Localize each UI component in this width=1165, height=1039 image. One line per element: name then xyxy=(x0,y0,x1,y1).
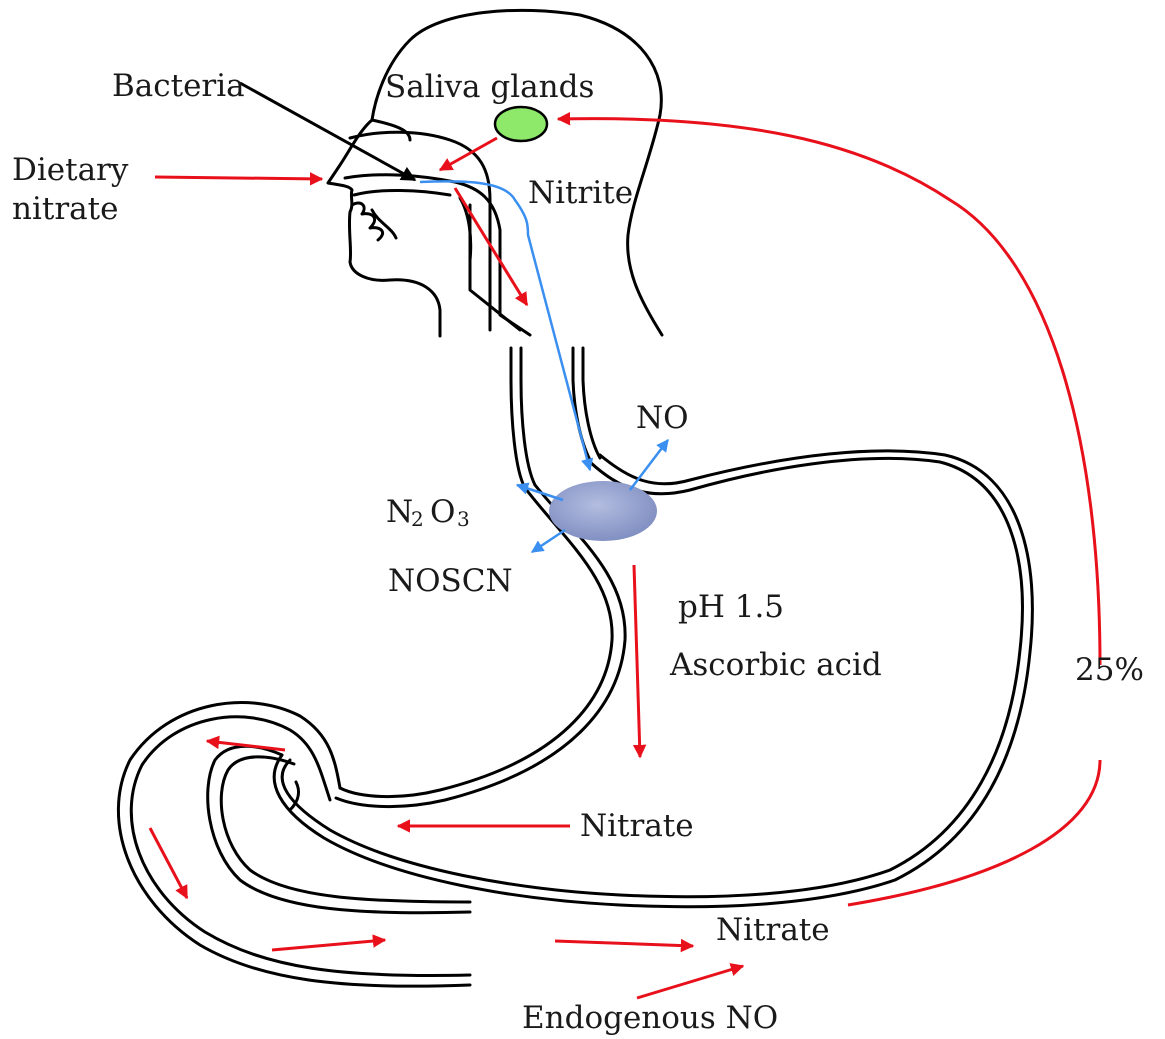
label-endogenous-no: Endogenous NO xyxy=(522,1000,778,1036)
saliva-to-mouth-arrow xyxy=(440,138,497,170)
label-ascorbic-acid: Ascorbic acid xyxy=(669,647,882,683)
intestine-arrow-2 xyxy=(150,828,187,898)
intestine-arrow-3 xyxy=(272,940,385,950)
endogenous-no-arrow xyxy=(637,966,743,998)
to-blood-nitrate-arrow xyxy=(555,941,693,946)
svg-text:N: N xyxy=(386,494,413,530)
svg-text:O: O xyxy=(430,494,455,530)
recirculation-arc-upper xyxy=(558,119,1100,665)
label-noscn: NOSCN xyxy=(388,563,513,599)
svg-text:3: 3 xyxy=(457,507,470,531)
label-saliva-glands: Saliva glands xyxy=(385,69,594,105)
label-ph: pH 1.5 xyxy=(678,589,784,625)
label-no: NO xyxy=(636,400,689,436)
svg-text:2: 2 xyxy=(411,507,424,531)
dietary-nitrate-arrow xyxy=(155,177,322,179)
label-n2o3: N 2 O 3 xyxy=(386,494,470,531)
intestine-arrow-1 xyxy=(207,741,285,750)
label-dietary-nitrate: nitrate xyxy=(12,191,118,227)
label-nitrate-stomach: Nitrate xyxy=(580,808,694,844)
stomach-reaction-site xyxy=(549,481,657,541)
head-outline xyxy=(328,10,662,336)
label-nitrate-blood: Nitrate xyxy=(716,912,830,948)
label-25-percent: 25% xyxy=(1075,652,1144,688)
label-bacteria: Bacteria xyxy=(112,68,245,104)
saliva-gland xyxy=(495,107,547,141)
label-nitrite: Nitrite xyxy=(528,175,633,211)
noscn-release-arrow xyxy=(532,530,565,552)
stomach-descent-arrow xyxy=(634,565,640,757)
nitrite-swallow-arrow xyxy=(420,181,590,470)
esophagus xyxy=(511,348,600,488)
label-dietary: Dietary xyxy=(12,152,129,188)
n2o3-release-arrow xyxy=(517,485,563,500)
